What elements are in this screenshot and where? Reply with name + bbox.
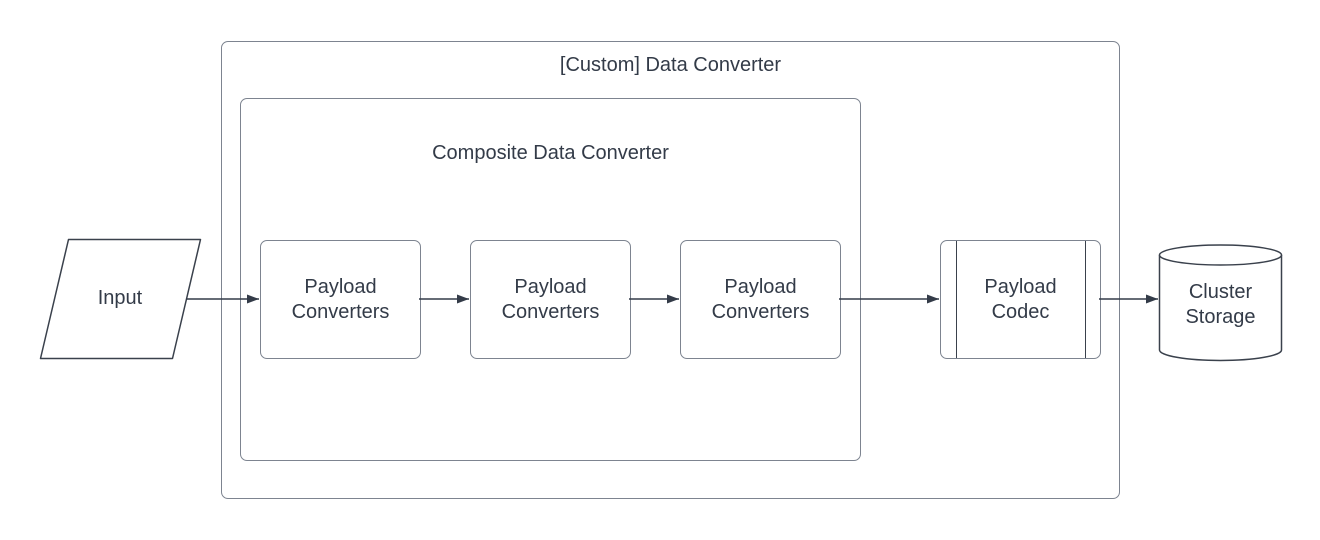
payload-converters-node-1: Payload Converters <box>260 240 421 359</box>
cluster-storage-node: Cluster Storage <box>1159 250 1282 360</box>
payload-converters-label-3: Payload Converters <box>711 275 810 323</box>
composite-data-converter-title: Composite Data Converter <box>432 142 669 164</box>
input-node: Input <box>40 239 200 358</box>
codec-right-bar <box>1085 241 1086 358</box>
payload-codec-label: Payload Codec <box>984 275 1057 323</box>
custom-data-converter-title: [Custom] Data Converter <box>559 54 782 76</box>
composite-data-converter-container: Composite Data Converter <box>240 98 861 461</box>
codec-left-bar <box>956 241 957 358</box>
input-label: Input <box>97 287 143 309</box>
payload-codec-node: Payload Codec <box>940 240 1101 359</box>
payload-converters-label-1: Payload Converters <box>291 275 390 323</box>
payload-converters-node-3: Payload Converters <box>680 240 841 359</box>
payload-converters-node-2: Payload Converters <box>470 240 631 359</box>
payload-converters-label-2: Payload Converters <box>501 275 600 323</box>
custom-data-converter-container: [Custom] Data Converter <box>221 41 1120 499</box>
cluster-storage-label: Cluster Storage <box>1185 281 1256 328</box>
